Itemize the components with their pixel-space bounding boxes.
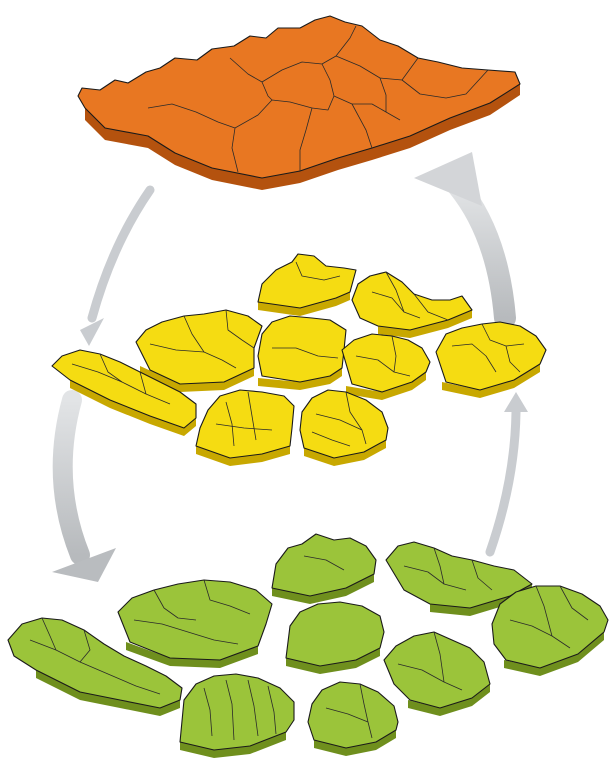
bottom-piece-7 [492,586,608,676]
bottom-piece-6 [384,632,490,716]
middle-piece-1 [258,254,356,316]
middle-piece-5 [342,334,430,400]
bottom-piece-8 [180,674,294,758]
middle-piece-9 [300,390,388,466]
bottom-piece-3 [118,580,272,668]
middle-piece-2 [352,272,472,338]
level-middle-yellow [52,254,546,466]
arrow-middle-to-bottom [52,400,116,582]
arrow-middle-to-top [414,152,505,318]
arrow-bottom-to-middle [490,392,528,552]
bottom-piece-4 [286,602,384,674]
arrow-top-to-middle [80,190,150,346]
bottom-piece-1 [272,534,376,604]
middle-piece-8 [196,390,294,466]
top-surface [78,16,520,178]
bottom-piece-9 [308,682,398,756]
middle-piece-4 [258,316,346,390]
middle-piece-6 [436,322,546,398]
